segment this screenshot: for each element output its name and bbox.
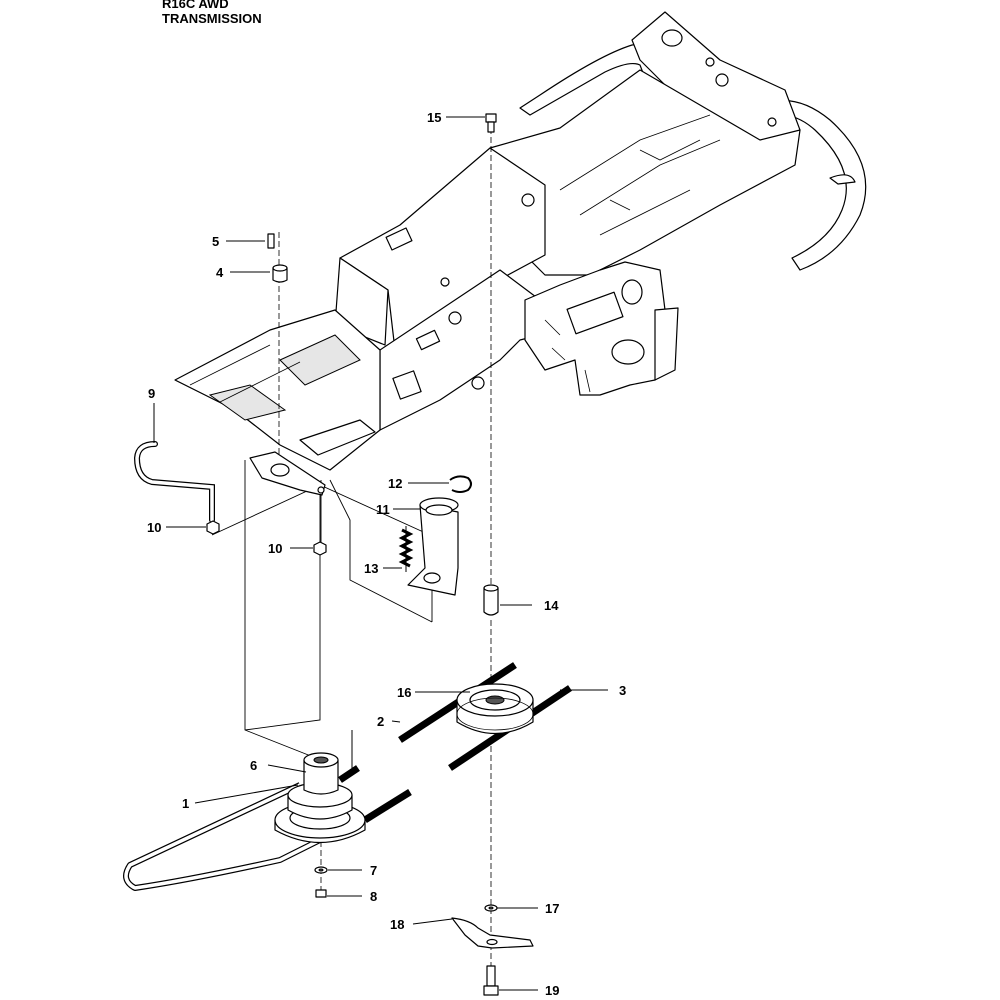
idler-pivot-bracket — [249, 451, 326, 496]
callout-13: 13 — [364, 561, 378, 576]
part-4-bushing — [272, 264, 288, 283]
callout-11: 11 — [376, 502, 390, 517]
part-11-idler-arm — [407, 497, 459, 596]
part-19-bolt — [483, 965, 499, 996]
callout-3: 3 — [619, 683, 626, 698]
callout-2: 2 — [377, 714, 384, 729]
callout-9: 9 — [148, 386, 155, 401]
part-18-belt-guide — [451, 917, 534, 949]
callout-leaders — [153, 116, 608, 991]
part-12-snap-ring — [449, 475, 472, 493]
part-14-spacer — [483, 584, 499, 616]
callout-15: 15 — [427, 110, 441, 125]
part-16-idler-pulley — [456, 683, 534, 735]
callout-1: 1 — [182, 796, 189, 811]
part-5-pin — [267, 233, 275, 249]
callout-12: 12 — [388, 476, 402, 491]
callout-14: 14 — [544, 598, 559, 613]
part-2-belt-lower — [338, 765, 412, 823]
frame-assembly — [174, 11, 867, 471]
part-13-spring — [398, 526, 414, 572]
part-10-nut-left — [206, 520, 220, 535]
callout-10-center: 10 — [268, 541, 282, 556]
diagram-title-line1: R16C AWD — [162, 0, 229, 11]
part-6-engine-pulley — [274, 752, 366, 844]
callout-6: 6 — [250, 758, 257, 773]
diagram-title-line2: TRANSMISSION — [162, 11, 262, 26]
callout-16: 16 — [397, 685, 411, 700]
part-8-bolt — [315, 889, 327, 898]
callout-8: 8 — [370, 889, 377, 904]
callout-7: 7 — [370, 863, 377, 878]
callout-17: 17 — [545, 901, 559, 916]
part-9-control-rod — [133, 441, 215, 523]
callout-18: 18 — [390, 917, 404, 932]
part-7-washer — [314, 866, 328, 874]
callout-19: 19 — [545, 983, 559, 998]
callout-5: 5 — [212, 234, 219, 249]
part-17-washer — [484, 904, 498, 912]
callout-4: 4 — [216, 265, 224, 280]
part-10-nut-center — [313, 541, 327, 556]
part-15-bolt — [485, 113, 497, 133]
callout-10-left: 10 — [147, 520, 161, 535]
part-1-drive-belt — [123, 782, 322, 891]
